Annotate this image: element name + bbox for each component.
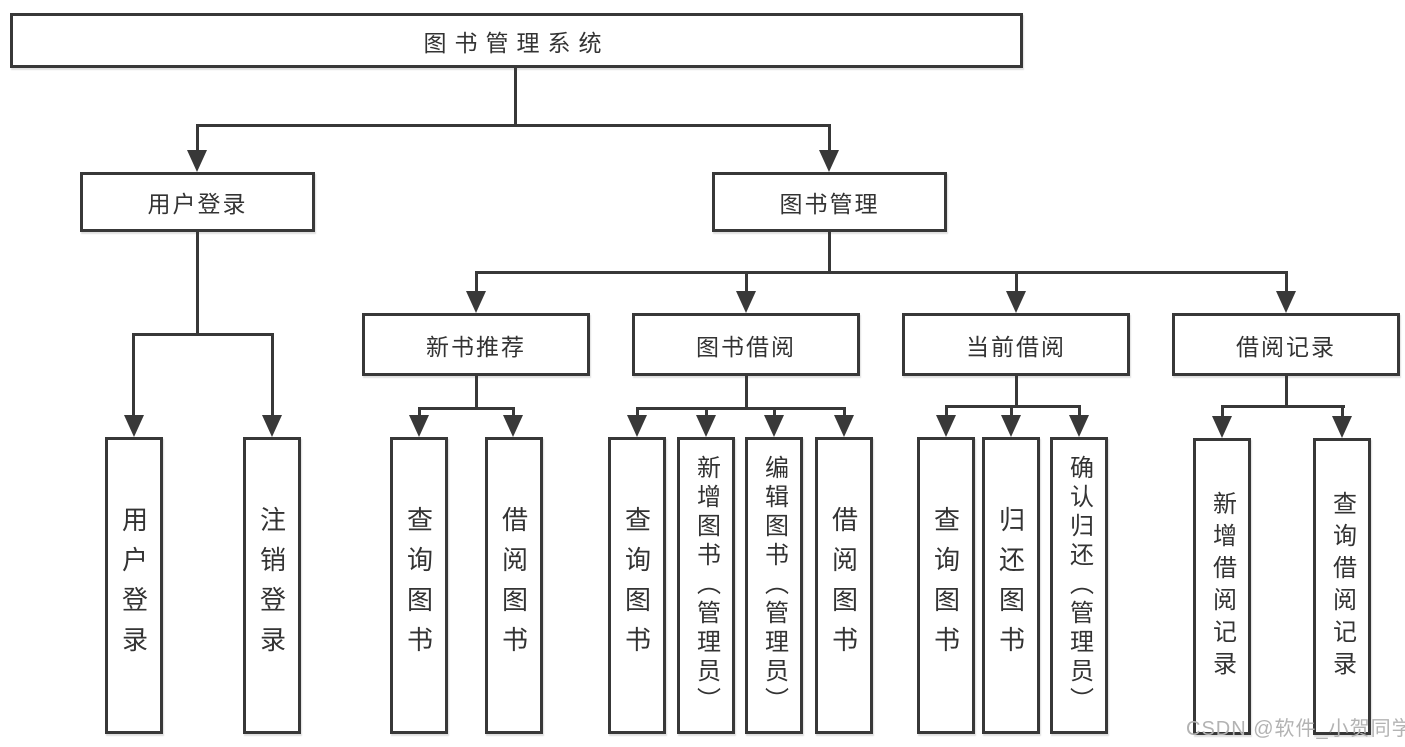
- arrow-down-icon: [187, 150, 207, 172]
- connector-hline: [475, 271, 1288, 274]
- connector-vline: [828, 124, 831, 152]
- connector-vline: [705, 407, 708, 417]
- connector-vline: [512, 407, 515, 417]
- arrow-down-icon: [736, 291, 756, 313]
- arrow-down-icon: [466, 291, 486, 313]
- leaf-edit-book-admin: 编辑图书（管理员）: [745, 437, 803, 734]
- node-book-management: 图书管理: [712, 172, 947, 232]
- leaf-query-books-1: 查询图书: [390, 437, 448, 734]
- leaf-borrow-books-2: 借阅图书: [815, 437, 873, 734]
- leaf-confirm-return-admin: 确认归还（管理员）: [1050, 437, 1108, 734]
- leaf-query-books-2: 查询图书: [608, 437, 666, 734]
- connector-vline: [271, 333, 274, 417]
- arrow-down-icon: [409, 415, 429, 437]
- leaf-user-login: 用户登录: [105, 437, 163, 734]
- leaf-return-books: 归还图书: [982, 437, 1040, 734]
- connector-vline: [418, 407, 421, 417]
- arrow-down-icon: [834, 415, 854, 437]
- connector-vline: [1341, 405, 1344, 417]
- arrow-down-icon: [764, 415, 784, 437]
- arrow-down-icon: [124, 415, 144, 437]
- connector-vline: [828, 232, 831, 274]
- connector-vline: [1078, 405, 1081, 417]
- leaf-query-books-3: 查询图书: [917, 437, 975, 734]
- connector-vline: [475, 376, 478, 410]
- arrow-down-icon: [1001, 415, 1021, 437]
- connector-vline: [745, 271, 748, 293]
- connector-vline: [132, 333, 135, 417]
- leaf-add-book-admin: 新增图书（管理员）: [677, 437, 735, 734]
- arrow-down-icon: [262, 415, 282, 437]
- arrow-down-icon: [627, 415, 647, 437]
- leaf-borrow-books-1: 借阅图书: [485, 437, 543, 734]
- leaf-logout: 注销登录: [243, 437, 301, 734]
- connector-vline: [196, 124, 199, 152]
- connector-vline: [745, 376, 748, 410]
- connector-vline: [1285, 376, 1288, 407]
- arrow-down-icon: [819, 150, 839, 172]
- connector-vline: [475, 271, 478, 293]
- connector-vline: [773, 407, 776, 417]
- connector-vline: [196, 232, 199, 336]
- connector-vline: [1221, 405, 1224, 417]
- node-library-system: 图书管理系统: [10, 13, 1023, 68]
- arrow-down-icon: [1332, 416, 1352, 438]
- connector-hline: [636, 407, 846, 410]
- connector-hline: [132, 333, 274, 336]
- connector-vline: [843, 407, 846, 417]
- connector-hline: [945, 405, 1081, 408]
- leaf-query-borrow-record: 查询借阅记录: [1313, 438, 1371, 735]
- connector-vline: [1015, 271, 1018, 293]
- connector-hline: [1221, 405, 1345, 408]
- connector-vline: [1285, 271, 1288, 293]
- connector-hline: [418, 407, 515, 410]
- connector-hline: [196, 124, 831, 127]
- node-new-book-recommendation: 新书推荐: [362, 313, 590, 376]
- arrow-down-icon: [503, 415, 523, 437]
- arrow-down-icon: [1276, 291, 1296, 313]
- arrow-down-icon: [1069, 415, 1089, 437]
- node-book-borrowing: 图书借阅: [632, 313, 860, 376]
- connector-vline: [1010, 405, 1013, 417]
- connector-vline: [1015, 376, 1018, 408]
- node-borrowing-records: 借阅记录: [1172, 313, 1400, 376]
- arrow-down-icon: [1212, 416, 1232, 438]
- connector-vline: [945, 405, 948, 417]
- node-current-borrowing: 当前借阅: [902, 313, 1130, 376]
- arrow-down-icon: [696, 415, 716, 437]
- leaf-add-borrow-record: 新增借阅记录: [1193, 438, 1251, 735]
- watermark: CSDN @软件_小贺同学: [1186, 718, 1405, 740]
- connector-vline: [636, 407, 639, 417]
- node-user-login: 用户登录: [80, 172, 315, 232]
- arrow-down-icon: [1006, 291, 1026, 313]
- connector-vline: [514, 68, 517, 127]
- arrow-down-icon: [936, 415, 956, 437]
